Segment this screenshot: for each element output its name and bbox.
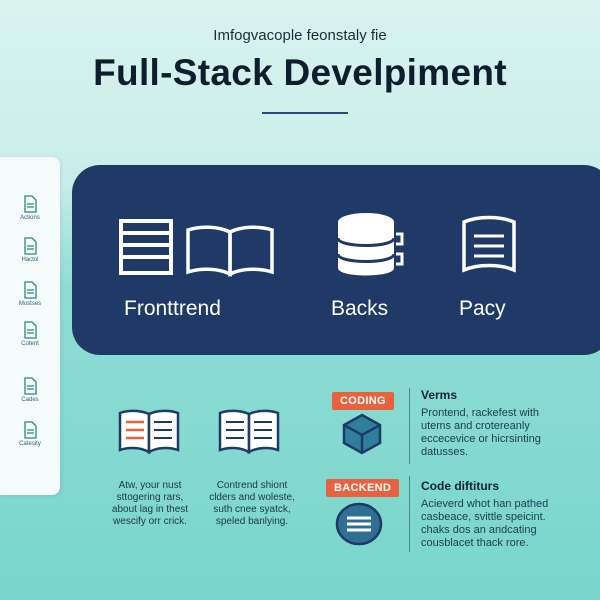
sidebar-item-catesity[interactable]: Catesity xyxy=(0,421,60,447)
banner-label-backend: Backs xyxy=(331,297,389,320)
page-title: Full-Stack Develpiment xyxy=(93,52,507,93)
database-icon xyxy=(336,213,404,276)
sidebar-item-label: Catesity xyxy=(19,441,41,447)
page-subtitle: Imfogvacople feonstaly fie xyxy=(213,27,387,44)
document-icon xyxy=(24,281,37,299)
section-title-verms: Verms xyxy=(421,388,458,402)
stack-banner xyxy=(72,165,600,355)
caption-right: Contrend shiont clders and woleste, suth… xyxy=(209,480,295,527)
banner-label-frontend: Fronttrend xyxy=(124,297,221,320)
sidebar-item-mostses[interactable]: Mostses xyxy=(0,281,60,307)
coding-badge: CODING xyxy=(332,392,394,410)
divider-line xyxy=(409,388,410,464)
header: Imfogvacople feonstaly fie Full-Stack De… xyxy=(0,0,600,150)
sidebar-item-cades[interactable]: Cades xyxy=(0,377,60,403)
open-book-icon xyxy=(186,225,274,277)
title-divider xyxy=(262,112,348,114)
sidebar-item-actions[interactable]: Actions xyxy=(0,195,60,221)
document-icon xyxy=(24,195,37,213)
open-book-icon xyxy=(118,409,180,455)
list-icon xyxy=(119,219,173,275)
sidebar: Actions Hactol Mostses Cotent Cades Cate… xyxy=(0,157,60,495)
sidebar-item-label: Actions xyxy=(20,215,40,221)
section-text-code: Acieverd whot han pathed casbeace, svitt… xyxy=(421,498,549,549)
document-icon xyxy=(24,377,37,395)
sidebar-item-label: Hactol xyxy=(21,257,39,263)
sidebar-item-label: Mostses xyxy=(18,301,42,307)
section-text-verms: Prontend, rackefest with utems and crote… xyxy=(421,407,541,458)
menu-circle-icon xyxy=(335,502,383,546)
sidebar-item-label: Cades xyxy=(21,397,39,403)
cube-icon xyxy=(342,413,382,455)
sidebar-item-cotent[interactable]: Cotent xyxy=(0,321,60,347)
divider-line xyxy=(409,476,410,552)
backend-badge: BACKEND xyxy=(326,479,400,497)
sidebar-item-hactol[interactable]: Hactol xyxy=(0,237,60,263)
caption-left: Atw, your nust sttogering rars, about la… xyxy=(111,480,189,527)
file-icon xyxy=(462,215,516,273)
document-icon xyxy=(24,421,37,439)
banner-label-pacy: Pacy xyxy=(459,297,506,320)
section-title-code: Code diftiturs xyxy=(421,479,499,493)
document-icon xyxy=(24,321,37,339)
document-icon xyxy=(24,237,37,255)
sidebar-item-label: Cotent xyxy=(21,341,39,347)
open-book-icon xyxy=(218,409,280,455)
